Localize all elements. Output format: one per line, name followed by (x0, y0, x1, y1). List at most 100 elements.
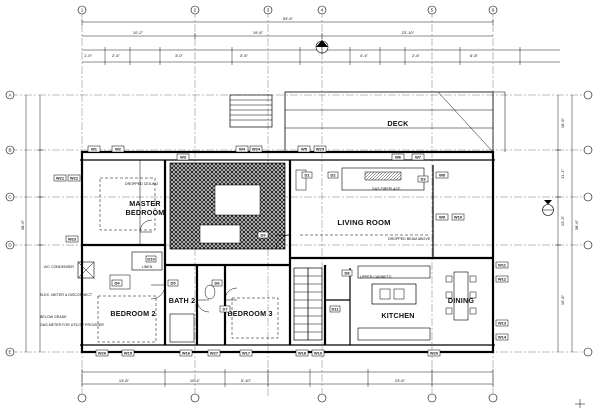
overall-width-dim: 53'-6" (283, 16, 294, 21)
window-tag-w4: W4 (235, 145, 249, 153)
svg-text:D7: D7 (222, 307, 228, 312)
svg-text:D3: D3 (420, 177, 426, 182)
door-tag-d10: D10 (145, 255, 157, 263)
svg-text:W24: W24 (252, 147, 261, 152)
svg-text:W7: W7 (415, 155, 422, 160)
room-label-dining: DINING (448, 296, 475, 305)
right-overall-dim: 38'-6" (574, 219, 579, 230)
svg-text:W13: W13 (498, 321, 507, 326)
svg-text:W25: W25 (316, 147, 325, 152)
top-chain-dim-2: 19'-6" (253, 30, 264, 35)
top-chain-dim-3: 23'-10" (402, 30, 415, 35)
svg-text:W17: W17 (242, 351, 251, 356)
svg-text:W5: W5 (301, 147, 308, 152)
room-label-bedroom-3: BEDROOM 3 (227, 309, 272, 318)
svg-text:W6: W6 (395, 155, 402, 160)
door-tag-d3: D3 (417, 175, 429, 183)
door-tag-d6: D6 (211, 279, 223, 287)
bottom-chain-dim-2: 10'-4" (190, 378, 201, 383)
room-label-master: MASTER (129, 199, 161, 208)
room-label-living-room: LIVING ROOM (337, 218, 390, 227)
note-below-grade: BELOW GRADE (40, 315, 67, 319)
svg-text:W22: W22 (70, 176, 79, 181)
window-tag-w23: W23 (65, 235, 79, 243)
door-tag-d9: D9 (257, 231, 269, 239)
window-tag-w15: W15 (121, 349, 135, 357)
window-tag-w7: W7 (411, 153, 425, 161)
bottom-chain-dim-4: 23'-6" (395, 378, 406, 383)
grid-bubble-b: B (8, 148, 11, 153)
svg-text:W15: W15 (124, 351, 133, 356)
grid-bubble-d: D (8, 243, 12, 248)
svg-text:W10: W10 (454, 215, 463, 220)
bottom-chain-dim-1: 13'-8" (119, 378, 130, 383)
svg-text:W9: W9 (439, 215, 446, 220)
deck-area: DECK (284, 91, 506, 153)
svg-text:D9: D9 (260, 233, 266, 238)
svg-text:D2: D2 (330, 173, 336, 178)
right-chain-dim-1: 18'-6" (560, 117, 565, 128)
svg-text:D5: D5 (170, 281, 176, 286)
svg-text:D6: D6 (214, 281, 220, 286)
svg-text:W2: W2 (115, 147, 122, 152)
svg-text:W23: W23 (68, 237, 77, 242)
window-tag-w10: W10 (451, 213, 465, 221)
grid-bubble-2: 2 (194, 8, 197, 13)
room-label-kitchen: KITCHEN (381, 311, 414, 320)
bedroom-3: BEDROOM 3 (227, 297, 279, 339)
ac-condenser: A/C CONDENSER (44, 261, 95, 279)
window-tag-w14: W14 (495, 333, 509, 341)
window-tag-w26: W26 (95, 349, 109, 357)
window-tag-w3: W3 (176, 153, 190, 161)
door-tags: D1 D2 D3 D4 D5 D6 D7 D8 D9 D10 D11 (111, 171, 429, 313)
door-tag-d7: D7 (219, 305, 231, 313)
svg-text:D11: D11 (331, 307, 339, 312)
grid-bubbles: 1 2 3 4 5 6 A B C D E (5, 5, 593, 403)
door-tag-d8: D8 (341, 269, 353, 277)
note-dropped-beam: DROPPED BEAM ABOVE (388, 237, 431, 241)
window-tag-w12: W12 (495, 275, 509, 283)
grid-bubble-1: 1 (81, 8, 84, 13)
note-elec-meter: ELEC. METER & DISCONNECT (40, 293, 93, 297)
room-label-linen: LINEN (142, 265, 153, 269)
grid-bubble-5: 5 (431, 8, 434, 13)
window-tag-w1: W1 (87, 145, 101, 153)
svg-text:W21: W21 (56, 176, 65, 181)
svg-text:1'-0": 1'-0" (84, 53, 93, 58)
svg-text:2'-6": 2'-6" (112, 53, 121, 58)
grid-bubble-a: A (8, 93, 11, 98)
master-bedroom: MASTER BEDROOM DROPPED CEILING (99, 160, 164, 245)
svg-text:W19: W19 (314, 351, 323, 356)
note-ac-condenser: A/C CONDENSER (44, 265, 74, 269)
window-tag-w22: W22 (67, 174, 81, 182)
bottom-chain-dim-3: 5'-10" (241, 378, 252, 383)
top-chain-dim-1: 10'-2" (133, 30, 144, 35)
window-tag-w2: W2 (111, 145, 125, 153)
door-tag-d11: D11 (329, 305, 341, 313)
note-dropped-ceiling: DROPPED CEILING (125, 182, 158, 186)
side-dimensions: 38'-6" 38'-6" 18'-6" 11'-1" 13'-3" 16'-8… (20, 95, 579, 352)
svg-text:W12: W12 (498, 277, 507, 282)
window-tag-w5: W5 (297, 145, 311, 153)
svg-text:W4: W4 (239, 147, 246, 152)
interior-stair (293, 267, 323, 341)
svg-text:W27: W27 (210, 351, 219, 356)
left-overall-dim: 38'-6" (20, 219, 25, 230)
right-chain-dim-4: 16'-8" (560, 294, 565, 305)
svg-text:6'-8": 6'-8" (470, 53, 479, 58)
door-tag-d2: D2 (327, 171, 339, 179)
svg-text:W20: W20 (430, 351, 439, 356)
window-tag-w19: W19 (311, 349, 325, 357)
svg-text:D10: D10 (147, 257, 155, 262)
bottom-dimensions: 13'-8" 10'-4" 5'-10" 23'-6" (81, 369, 494, 387)
room-label-deck: DECK (387, 119, 409, 128)
bath-2: BATH 2 (169, 284, 216, 343)
svg-text:W18: W18 (298, 351, 307, 356)
right-chain-dim-3: 13'-3" (560, 215, 565, 226)
bedroom-2: BEDROOM 2 (97, 274, 157, 343)
window-tag-w11: W11 (495, 261, 509, 269)
svg-text:W16: W16 (182, 351, 191, 356)
svg-text:3'-0": 3'-0" (175, 53, 184, 58)
svg-text:W11: W11 (498, 263, 507, 268)
